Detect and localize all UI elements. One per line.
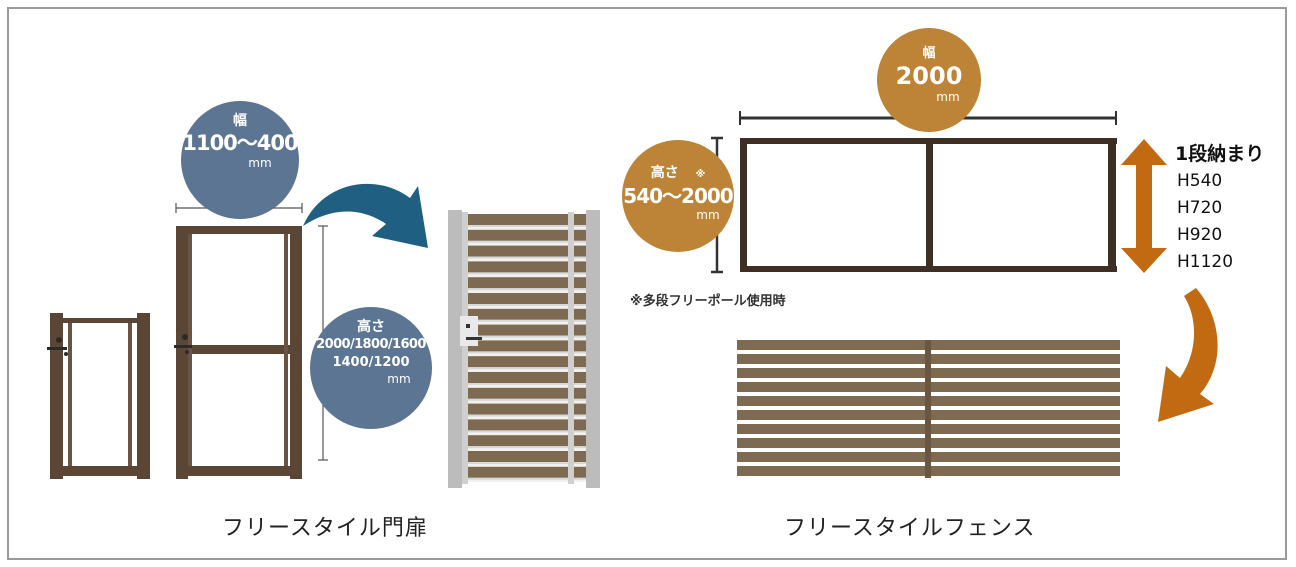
gate-height-unit: mm [387,372,411,386]
fence-height-label: 高さ [650,165,679,181]
orange-double-arrow-icon [1121,139,1167,273]
steps-title: 1段納まり [1175,143,1265,165]
fence-height-mark: ※ [695,169,706,180]
fence-height-label-group: 高さ ※ 540～2000 mm [622,164,734,222]
gate-slat-gap [462,414,586,417]
gate-slat [462,293,586,304]
gate-slat [462,451,586,462]
gate-slat-gap [462,272,586,275]
gate-slat [462,419,586,431]
gate-slat-gap [462,462,586,464]
gate-stile-right [568,212,574,484]
gate-lock-plate [460,316,478,346]
fence-width-label: 幅 [922,46,936,61]
gate-slat-gap [462,288,586,291]
gate-width-unit: mm [248,156,272,170]
gate-slat [462,277,586,289]
gate-slat-gap [462,351,586,354]
tall-gate-illustration [174,226,302,479]
gate-height-value-2: 1400/1200 [332,355,410,370]
slatted-fence-illustration [737,340,1120,478]
gate-slat-gap [462,398,586,401]
gate-slat-gap [462,446,586,449]
slatted-gate-illustration [448,210,600,488]
step-item: H720 [1177,198,1223,218]
gate-slat [462,229,586,241]
fence-caption: フリースタイルフェンス [784,516,1036,541]
gate-width-circle [181,101,299,219]
gate-slat [462,466,586,478]
fence-height-note: ※多段フリーポール使用時 [630,294,786,309]
gate-slat-gap [462,319,586,322]
gate-width-value: 1100～400 [182,131,298,155]
step-item: H1120 [1177,252,1234,272]
gate-slat [462,403,586,415]
gate-height-label: 高さ [357,319,385,335]
gate-slat-gap [462,304,586,306]
gate-slat-gap [462,256,586,259]
fence-frame-illustration [740,138,1117,272]
gate-lock-handle [466,337,482,340]
gate-slat [462,340,586,352]
gate-width-label-group: 幅 1100～400 mm [181,112,299,170]
gate-lock-keyhole [466,324,470,328]
step-item: H540 [1177,171,1223,191]
gate-slat [462,372,586,383]
gate-height-label-group: 高さ 2000/1800/1600 1400/1200 mm [308,318,434,386]
small-gate-illustration [47,313,150,479]
gate-slat-gap [462,225,586,227]
steps-list: H540 H720 H920 H1120 [1177,168,1233,276]
gate-slat [462,308,586,320]
fence-height-circle [622,140,734,252]
gate-post-right [586,210,600,488]
fence-height-unit: mm [696,208,720,222]
fence-width-label-group: 幅 2000 mm [877,46,981,104]
fence-width-unit: mm [936,90,960,104]
fence-width-value: 2000 [895,62,963,90]
fence-width-circle [877,28,981,132]
gate-stile-left [462,212,468,484]
gate-slat-gap [462,383,586,385]
gate-slat [462,261,586,273]
gate-caption: フリースタイル門扉 [222,516,428,541]
gate-slat [462,324,586,336]
fence-center-post [925,340,931,478]
gate-slat [462,435,586,447]
step-item: H920 [1177,225,1223,245]
gate-slat [462,214,586,225]
gate-post-left [448,210,462,488]
gate-width-label: 幅 [233,113,247,129]
blue-arrow-icon [303,183,428,248]
gate-height-circle [310,307,432,429]
gate-slat [462,356,586,368]
gate-slat [462,245,586,257]
gate-height-value-1: 2000/1800/1600 [316,337,426,352]
gate-slat-gap [462,430,586,433]
gate-slat-gap [462,240,586,243]
gate-slat-gap [462,477,586,480]
gate-slat-gap [462,367,586,370]
orange-arrow-icon [1158,288,1218,422]
gate-slat-gap [462,335,586,338]
fence-height-value: 540～2000 [623,184,733,208]
gate-slat [462,387,586,399]
